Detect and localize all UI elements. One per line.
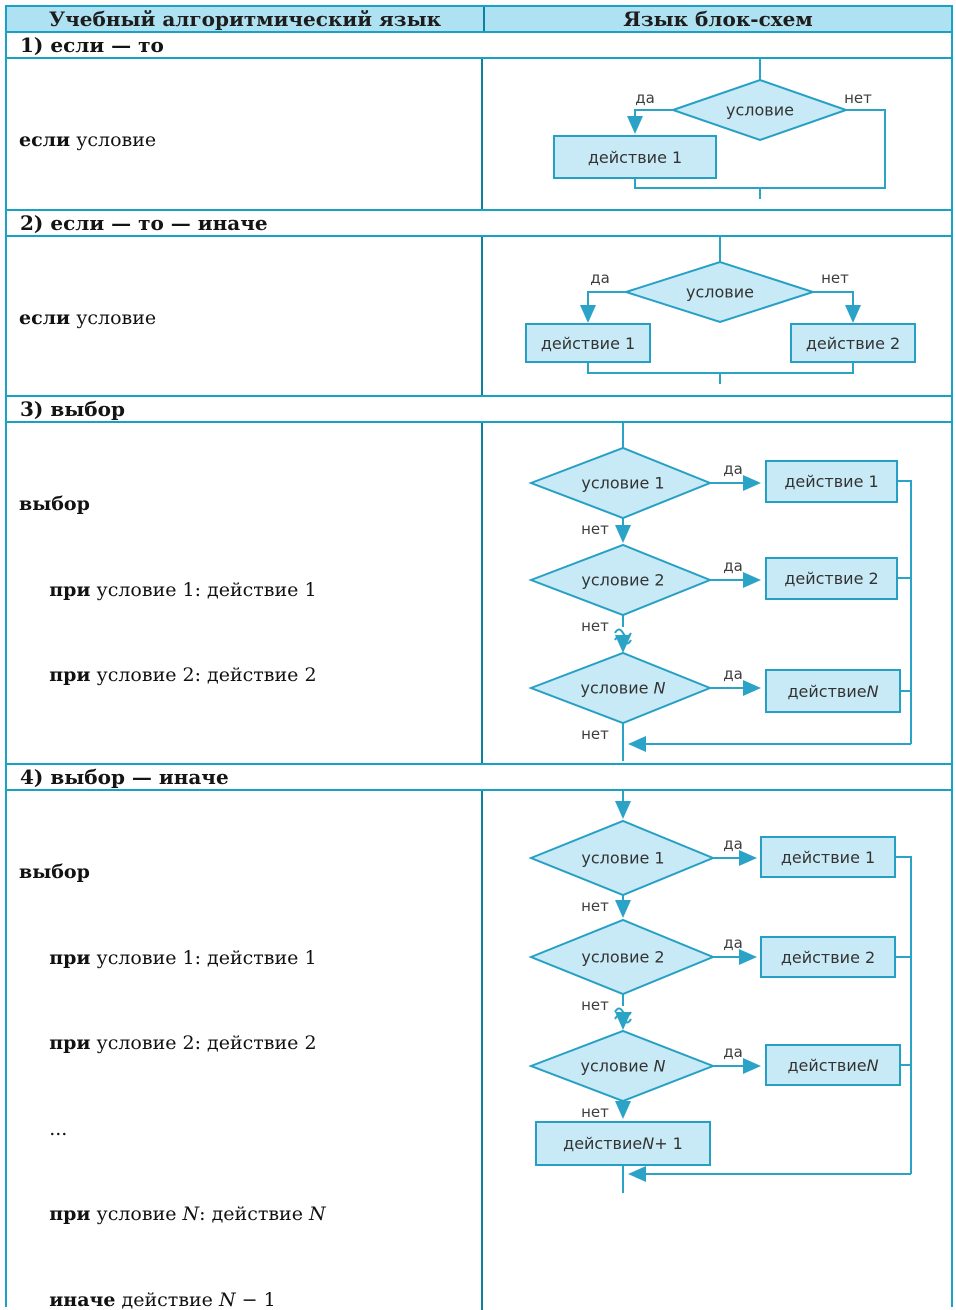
- section-4-title-row: 4) выбор — иначе: [7, 763, 951, 789]
- flowchart-3-canvas: [528, 423, 912, 761]
- code-line: иначе действие N − 1: [49, 1288, 276, 1310]
- code-line: при условие 1: действие 1: [49, 578, 317, 601]
- section-1-content-row: если условие то действие 1 всё да нет ус…: [7, 57, 951, 322]
- section-3-title-row: 3) выбор: [7, 395, 951, 421]
- no-label: нет: [581, 1103, 609, 1121]
- fc4-actionN-box: действие N: [765, 1044, 901, 1086]
- fc2-action2-box: действие 2: [790, 323, 916, 363]
- section-4-code-cell: выбор при условие 1: действие 1 при усло…: [7, 791, 483, 1310]
- fc4-conditionN-label: условие N: [580, 1056, 666, 1076]
- fc1-no-branch-line: [634, 109, 886, 189]
- col-header-flowchart-language: Язык блок-схем: [623, 7, 813, 31]
- code-line: выбор: [19, 861, 90, 883]
- fc4-actionN1-box: действие N + 1: [535, 1121, 711, 1166]
- section-4-flow-cell: да нет да нет да нет условие 1 условие 2…: [483, 791, 951, 1310]
- fc4-condition1-label: условие 1: [581, 848, 665, 868]
- fc1-yes-branch-arrow: [627, 109, 673, 134]
- fc4-action2-box: действие 2: [760, 936, 896, 978]
- section-1-title-row: 1) если — то: [7, 31, 951, 57]
- section-2-content-row: если условие то действие 1 иначе действи…: [7, 235, 951, 586]
- no-label: нет: [844, 89, 872, 107]
- yes-label: да: [723, 934, 743, 952]
- col-header-algorithmic-language: Учебный алгоритмический язык: [7, 7, 485, 31]
- section-4-code: выбор при условие 1: действие 1 при усло…: [7, 791, 481, 1310]
- section-3-code-cell: выбор при условие 1: действие 1 при усло…: [7, 423, 483, 1028]
- section-1-title: 1) если — то: [20, 33, 164, 57]
- fc3-condition1-label: условие 1: [581, 473, 665, 493]
- flowchart-choice: да нет да нет да нет условие 1 условие 2…: [483, 423, 951, 763]
- no-label: нет: [581, 520, 609, 538]
- fc3-actionN-box: действие N: [765, 669, 901, 713]
- yes-label: да: [723, 557, 743, 575]
- section-2-flow-cell: да нет условие действие 1 действие 2: [483, 237, 951, 395]
- code-line: если условие: [19, 129, 157, 151]
- section-3-flow-cell: да нет да нет да нет условие 1 условие 2…: [483, 423, 951, 763]
- yes-label: да: [723, 665, 743, 683]
- code-line: если условие: [19, 307, 157, 329]
- fc3-right-return-line: [898, 480, 912, 744]
- fc2-no-branch-arrow: [813, 291, 861, 323]
- section-1-flow-cell: да нет условие действие 1: [483, 59, 951, 209]
- code-line: ...: [19, 1117, 68, 1140]
- break-symbol: [614, 1007, 632, 1017]
- fc3-condition2-label: условие 2: [581, 570, 665, 590]
- code-line: при условие N: действие N: [49, 1203, 326, 1225]
- fc2-merge-line: [587, 363, 854, 374]
- comparison-table: Учебный алгоритмический язык Язык блок-с…: [5, 5, 953, 1310]
- code-line: выбор: [19, 493, 90, 515]
- flowchart-2-canvas: [580, 237, 861, 384]
- fc4-right-return-line: [896, 856, 912, 1174]
- yes-label: да: [723, 835, 743, 853]
- section-4-content-row: выбор при условие 1: действие 1 при усло…: [7, 789, 951, 1310]
- flowchart-choice-else: да нет да нет да нет условие 1 условие 2…: [483, 791, 951, 1310]
- section-1-code-cell: если условие то действие 1 всё: [7, 59, 483, 322]
- fc3-action2-box: действие 2: [765, 557, 898, 600]
- fc1-action1-box: действие 1: [553, 135, 717, 179]
- section-2-code-cell: если условие то действие 1 иначе действи…: [7, 237, 483, 586]
- fc2-condition-label: условие: [686, 282, 754, 302]
- fc3-conditionN-label: условие N: [580, 678, 666, 698]
- no-label: нет: [581, 725, 609, 743]
- yes-label: да: [723, 460, 743, 478]
- header-row: Учебный алгоритмический язык Язык блок-с…: [7, 7, 951, 31]
- code-line: при условие 1: действие 1: [49, 946, 317, 969]
- break-symbol: [614, 1014, 632, 1024]
- no-label: нет: [581, 617, 609, 635]
- code-line: при условие 2: действие 2: [49, 664, 317, 686]
- flowchart-4-canvas: [528, 791, 912, 1193]
- flowchart-if-then: да нет условие действие 1: [483, 59, 951, 209]
- yes-label: да: [723, 1043, 743, 1061]
- section-3-title: 3) выбор: [20, 397, 125, 421]
- no-label: нет: [821, 269, 849, 287]
- fc2-action1-box: действие 1: [525, 323, 651, 363]
- fc3-action1-box: действие 1: [765, 460, 898, 503]
- yes-label: да: [590, 269, 610, 287]
- section-3-content-row: выбор при условие 1: действие 1 при усло…: [7, 421, 951, 1028]
- break-symbol: [614, 628, 632, 638]
- break-symbol: [614, 635, 632, 645]
- section-2-title-row: 2) если — то — иначе: [7, 209, 951, 235]
- flowchart-if-then-else: да нет условие действие 1 действие 2: [483, 237, 951, 395]
- yes-label: да: [635, 89, 655, 107]
- fc4-action1-box: действие 1: [760, 836, 896, 878]
- code-line: при условие 2: действие 2: [49, 1032, 317, 1054]
- fc1-condition-label: условие: [726, 100, 794, 120]
- no-label: нет: [581, 897, 609, 915]
- section-4-title: 4) выбор — иначе: [20, 765, 229, 789]
- flowchart-1-canvas: [627, 59, 886, 199]
- fc4-condition2-label: условие 2: [581, 947, 665, 967]
- section-2-title: 2) если — то — иначе: [20, 211, 268, 235]
- no-label: нет: [581, 996, 609, 1014]
- fc2-yes-branch-arrow: [580, 291, 626, 323]
